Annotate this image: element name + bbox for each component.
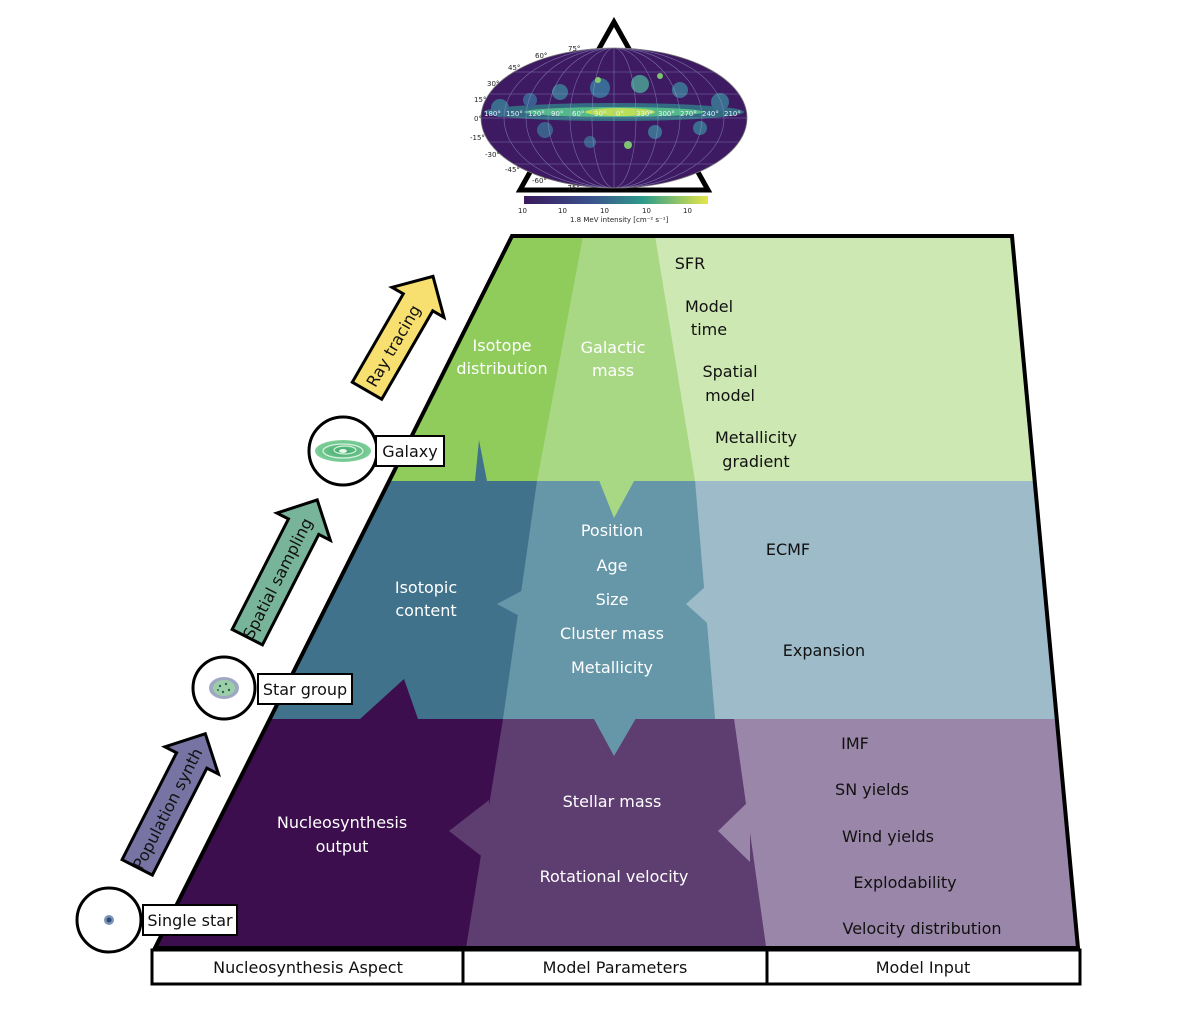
- star-group-marker: Star group: [191, 655, 353, 721]
- galaxy-scale-label: Galaxy: [382, 442, 437, 461]
- lon-label: 180°: [484, 110, 501, 118]
- column-header-input: Model Input: [876, 958, 971, 977]
- lon-label: 60°: [572, 110, 584, 118]
- arrow-left-group-aspect: [497, 578, 546, 630]
- galaxy-params-label: mass: [592, 361, 634, 380]
- colorbar-tick: 10: [558, 207, 567, 215]
- column-header-bar: Nucleosynthesis Aspect Model Parameters …: [150, 948, 1082, 986]
- galaxy-input-label: model: [705, 386, 755, 405]
- single-star-scale-label: Single star: [147, 911, 233, 930]
- lon-label: 30°: [594, 110, 606, 118]
- group-input-region: [695, 481, 1078, 719]
- arrow-up-aspect-group: [345, 679, 440, 730]
- arrow-left-star-params: [718, 800, 750, 862]
- galaxy-input-label: Model: [685, 297, 733, 316]
- lat-label: 30°: [487, 80, 499, 88]
- lat-label: 60°: [535, 52, 547, 60]
- lon-label: 210°: [724, 110, 741, 118]
- star-icon: [104, 915, 114, 925]
- galaxy-marker: Galaxy: [307, 415, 445, 487]
- lat-label: 15°: [474, 96, 486, 104]
- spiral-galaxy-icon: [315, 440, 371, 462]
- column-header-aspect: Nucleosynthesis Aspect: [213, 958, 403, 977]
- star-input-region: [734, 719, 1078, 948]
- group-input-label: Expansion: [783, 641, 865, 660]
- lon-label: 150°: [506, 110, 523, 118]
- star-input-label: SN yields: [835, 780, 909, 799]
- colorbar-tick: 10: [518, 207, 527, 215]
- lat-label: -45°: [505, 166, 520, 174]
- galaxy-input-label: SFR: [675, 254, 705, 273]
- arrow-down-params-group: [588, 708, 642, 756]
- lat-label: 75°: [568, 45, 580, 53]
- lat-label: -15°: [470, 134, 485, 142]
- star-params-label: Rotational velocity: [540, 867, 689, 886]
- lat-label: 45°: [508, 64, 520, 72]
- colorbar: [524, 196, 708, 204]
- galaxy-input-label: Spatial: [702, 362, 757, 381]
- galaxy-params-label: Galactic: [581, 338, 646, 357]
- star-input-label: IMF: [841, 734, 869, 753]
- lat-label: -30°: [485, 151, 500, 159]
- all-sky-map: 75° 60° 45° 30° 15° 0° -15° -30° -45° -6…: [470, 45, 748, 224]
- lon-label: 270°: [680, 110, 697, 118]
- lon-label: 90°: [551, 110, 563, 118]
- lon-label: 330°: [636, 110, 653, 118]
- column-header-params: Model Parameters: [543, 958, 688, 977]
- galaxy-input-label: Metallicity: [715, 428, 797, 447]
- star-input-label: Velocity distribution: [842, 919, 1001, 938]
- colorbar-tick: 10: [600, 207, 609, 215]
- single-star-marker: Single star: [75, 886, 238, 954]
- galaxy-aspect-label: distribution: [456, 359, 547, 378]
- arrow-up-aspect-galaxy: [438, 440, 530, 496]
- galaxy-input-region: [655, 236, 1078, 481]
- lat-label: 0°: [474, 115, 482, 123]
- lat-label: -60°: [532, 177, 547, 185]
- galaxy-params-region: [537, 236, 695, 481]
- group-params-label: Cluster mass: [560, 624, 664, 643]
- galaxy-aspect-label: Isotope: [473, 336, 532, 355]
- group-params-region: [503, 481, 715, 719]
- colorbar-tick: 10: [683, 207, 692, 215]
- lon-label: 240°: [702, 110, 719, 118]
- lon-label: 300°: [658, 110, 675, 118]
- lon-label: 0°: [616, 110, 624, 118]
- star-input-label: Wind yields: [842, 827, 934, 846]
- star-aspect-label: Nucleosynthesis: [277, 813, 407, 832]
- star-params-label: Stellar mass: [563, 792, 662, 811]
- star-aspect-label: output: [316, 837, 369, 856]
- population-synth-label: Population synth: [129, 745, 207, 873]
- arrow-down-params-galaxy: [595, 470, 640, 518]
- group-input-label: ECMF: [766, 540, 810, 559]
- galaxy-input-label: gradient: [722, 452, 789, 471]
- star-params-region: [465, 719, 767, 948]
- lat-label: -75°: [565, 184, 580, 192]
- pyramid-outline: [151, 234, 1081, 950]
- group-aspect-label: Isotopic: [395, 578, 457, 597]
- star-cluster-icon: [209, 677, 239, 699]
- lon-label: 120°: [528, 110, 545, 118]
- star-input-label: Explodability: [853, 873, 956, 892]
- group-params-label: Position: [581, 521, 643, 540]
- arrow-left-group-params: [686, 578, 715, 630]
- colorbar-tick: 10: [642, 207, 651, 215]
- arrow-left-star-aspect: [449, 800, 489, 862]
- group-params-label: Age: [597, 556, 628, 575]
- spatial-sampling-label: Spatial sampling: [239, 515, 316, 642]
- colorbar-label: 1.8 MeV intensity [cm⁻² s⁻¹]: [570, 216, 669, 224]
- star-group-scale-label: Star group: [263, 680, 347, 699]
- group-params-label: Metallicity: [571, 658, 653, 677]
- group-params-label: Size: [596, 590, 629, 609]
- galaxy-input-label: time: [691, 320, 727, 339]
- group-aspect-label: content: [395, 601, 456, 620]
